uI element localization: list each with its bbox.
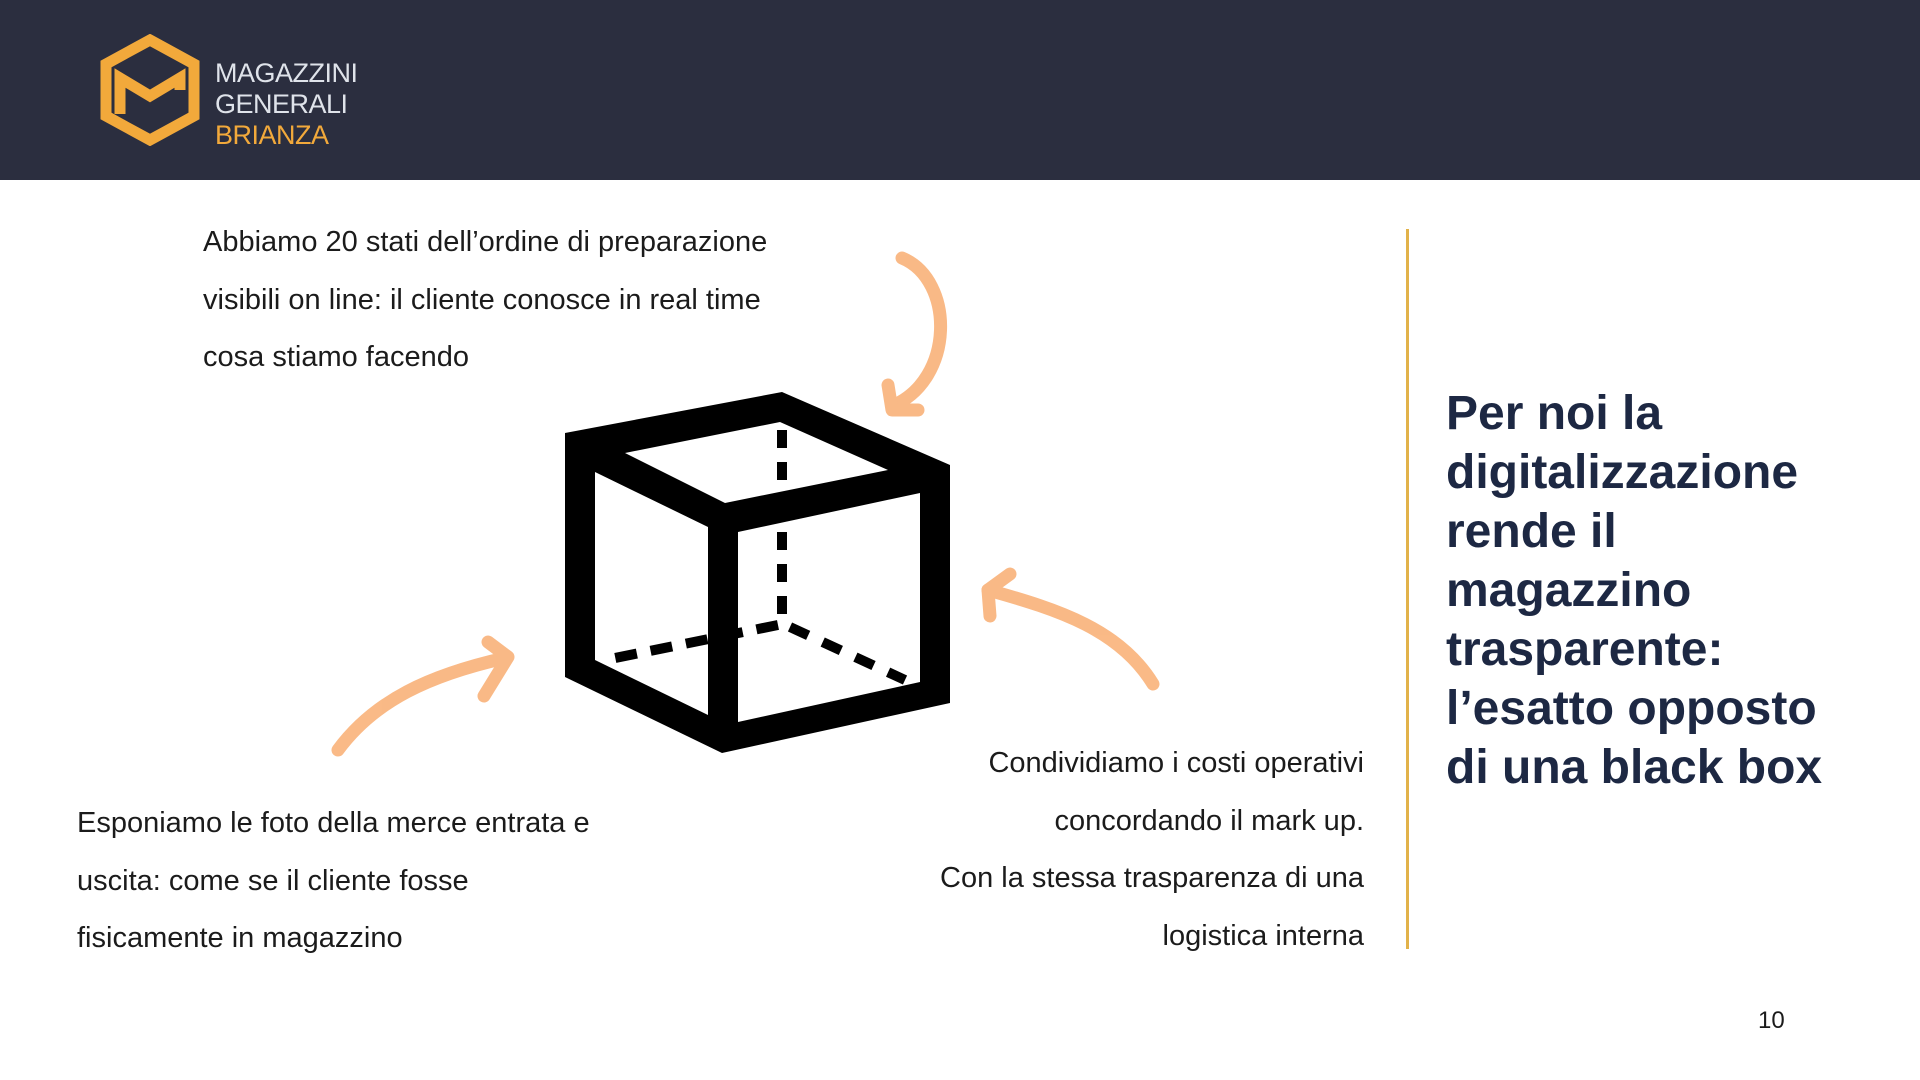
logo-hexagon-icon [100,34,200,146]
callout-top-line: visibili on line: il cliente conosce in … [203,283,761,316]
callout-bottom-left-line: fisicamente in magazzino [77,922,403,954]
callout-top-line: cosa stiamo facendo [203,341,469,373]
callout-bottom-right-line: Con la stessa trasparenza di una [940,862,1364,894]
callout-bottom-right-line: Condividiamo i costi operativi [988,747,1364,779]
heading-line: l’esatto opposto [1446,682,1817,735]
heading-line: Per noi la [1446,387,1663,440]
callout-top-line: Abbiamo 20 stati dell’ordine di preparaz… [203,226,768,258]
callout-bottom-right: Condividiamo i costi operativi concordan… [940,735,1364,965]
callout-bottom-right-line: logistica interna [1162,919,1365,952]
callout-bottom-right-line: concordando il mark up. [1054,804,1365,837]
logo-wordmark: MAGAZZINI GENERALI BRIANZA [215,58,358,151]
heading-line: trasparente: [1446,623,1724,676]
key-message-heading: Per noi la digitalizzazione rende il mag… [1446,384,1822,797]
page-number: 10 [1758,1007,1785,1034]
callout-top: Abbiamo 20 stati dell’ordine di preparaz… [203,214,767,387]
logo-line-1: MAGAZZINI [215,58,358,88]
callout-bottom-left: Esponiamo le foto della merce entrata e … [77,795,590,968]
logo-line-3: BRIANZA [215,120,329,150]
heading-line: digitalizzazione [1446,446,1799,499]
callout-bottom-left-line: Esponiamo le foto della merce entrata e [77,807,590,839]
arrow-bottom-right-icon [981,567,1160,691]
heading-line: di una black box [1446,741,1823,794]
callout-bottom-left-line: uscita: come se il cliente fosse [77,864,469,897]
heading-line: magazzino [1446,564,1692,617]
vertical-divider [1406,229,1409,949]
arrow-top-icon [881,251,947,417]
header-bar: MAGAZZINI GENERALI BRIANZA [0,0,1920,180]
logo-line-2: GENERALI [215,89,348,119]
heading-line: rende il [1446,505,1617,558]
cube-icon [565,392,950,753]
arrow-bottom-left-icon [331,635,515,757]
